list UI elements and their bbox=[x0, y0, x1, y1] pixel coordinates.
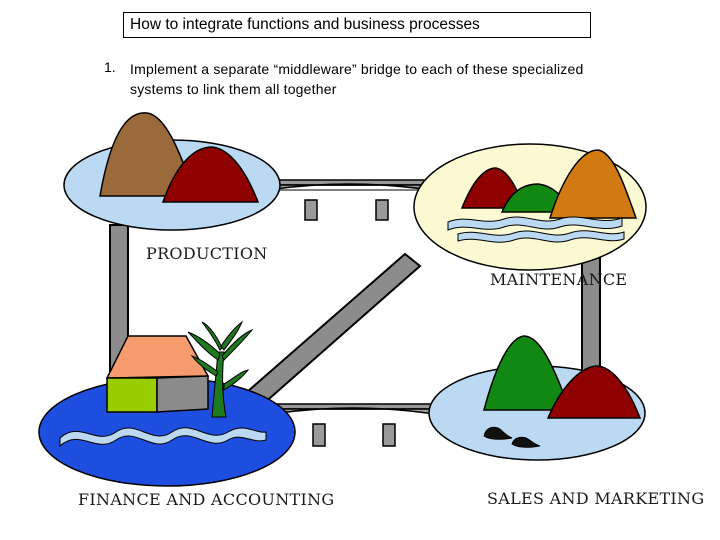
diagonal-connector bbox=[245, 252, 422, 407]
finance-label: FINANCE AND ACCOUNTING bbox=[78, 490, 335, 509]
sales-island bbox=[428, 335, 646, 461]
step-text: Implement a separate “middleware” bridge… bbox=[130, 61, 584, 97]
maintenance-label: MAINTENANCE bbox=[490, 270, 628, 289]
bottom-bridge bbox=[271, 403, 435, 447]
finance-island bbox=[38, 320, 296, 487]
plant-icon bbox=[187, 320, 254, 418]
production-island bbox=[63, 112, 281, 231]
maintenance-island bbox=[413, 143, 647, 271]
production-label: PRODUCTION bbox=[146, 244, 268, 263]
house-icon bbox=[105, 335, 210, 413]
step-number: 1. bbox=[104, 59, 116, 75]
top-bridge bbox=[267, 179, 431, 221]
sales-label: SALES AND MARKETING bbox=[487, 489, 705, 508]
page-title: How to integrate functions and business … bbox=[123, 12, 591, 38]
